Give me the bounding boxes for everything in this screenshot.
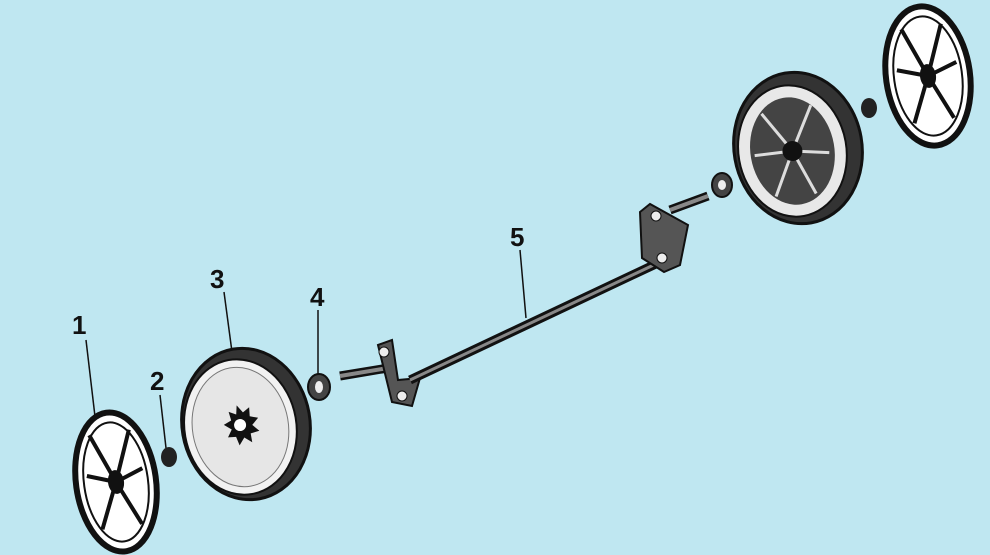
left-nut xyxy=(161,447,177,467)
leader-line-3 xyxy=(223,291,233,353)
callout-2: 2 xyxy=(150,366,165,396)
leader-lines xyxy=(85,249,527,449)
leader-line-2 xyxy=(159,394,167,449)
right-nut xyxy=(861,98,877,118)
left-wheel xyxy=(180,346,312,502)
leader-line-1 xyxy=(85,339,97,426)
callout-4: 4 xyxy=(310,282,325,312)
callout-1: 1 xyxy=(72,310,87,340)
right-wheel xyxy=(732,70,864,226)
callout-5: 5 xyxy=(510,222,525,252)
left-hubcap xyxy=(72,409,160,555)
callout-3: 3 xyxy=(210,264,225,294)
leader-line-5 xyxy=(519,249,527,319)
right-hubcap xyxy=(882,3,974,149)
left-washer xyxy=(307,373,331,401)
axle xyxy=(339,191,710,408)
right-washer xyxy=(711,172,733,198)
